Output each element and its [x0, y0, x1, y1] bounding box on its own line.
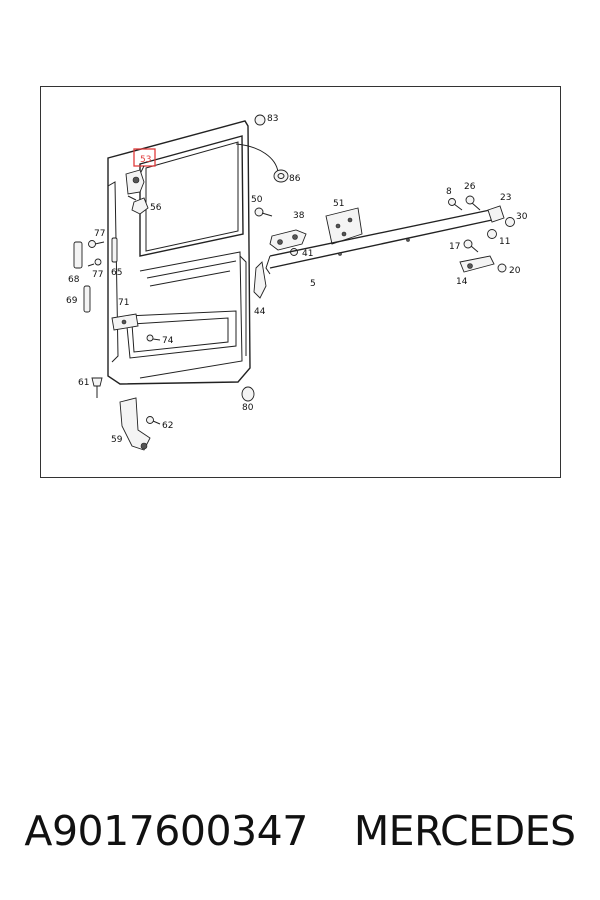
part-56-screw-icon: 56 [127, 195, 162, 215]
part-68-strip-icon: 68 [68, 241, 83, 285]
svg-text:8: 8 [446, 187, 452, 197]
part-5-guide-rail-icon: 5 [265, 209, 493, 289]
diagram-frame [40, 86, 561, 478]
part-38-hinge-icon: 38 [269, 211, 307, 251]
svg-text:23: 23 [500, 193, 511, 203]
svg-text:14: 14 [456, 277, 468, 287]
part-number: A9017600347 [24, 807, 308, 855]
part-26-screw-icon: 26 [464, 182, 481, 211]
part-51-plate-icon: 51 [325, 199, 363, 245]
svg-text:38: 38 [293, 211, 305, 221]
svg-text:77: 77 [92, 270, 103, 280]
svg-text:30: 30 [516, 212, 528, 222]
svg-text:50: 50 [251, 195, 263, 205]
brand-name: MERCEDES [353, 807, 576, 855]
part-44-end-cap-icon: 44 [253, 261, 267, 317]
svg-text:68: 68 [68, 275, 80, 285]
svg-text:69: 69 [66, 296, 78, 306]
svg-text:17: 17 [449, 242, 460, 252]
part-62-screw-icon: 62 [146, 416, 173, 431]
part-61-bolt-icon: 61 [78, 377, 103, 398]
caption: A9017600347 MERCEDES [0, 796, 600, 866]
part-17-screw-icon: 17 [449, 239, 479, 253]
part-11-nut-icon: 11 [487, 229, 510, 247]
part-30-nut-icon: 30 [505, 212, 528, 227]
part-65-strip-icon: 65 [111, 237, 122, 278]
part-59-lock-bracket-icon: 59 [111, 397, 151, 451]
svg-text:59: 59 [111, 435, 123, 445]
svg-text:83: 83 [267, 114, 278, 124]
part-77-screw-bottom-icon: 77 [87, 258, 103, 280]
svg-text:86: 86 [289, 174, 301, 184]
svg-text:20: 20 [509, 266, 521, 276]
svg-text:62: 62 [162, 421, 173, 431]
svg-text:71: 71 [118, 298, 129, 308]
svg-text:65: 65 [111, 268, 122, 278]
svg-text:11: 11 [499, 237, 510, 247]
door-panel [107, 120, 251, 385]
part-8-bolt-icon: 8 [446, 187, 463, 211]
part-41-nut-icon: 41 [290, 248, 313, 259]
svg-text:44: 44 [254, 307, 266, 317]
svg-text:5: 5 [310, 279, 316, 289]
svg-text:77: 77 [94, 229, 105, 239]
part-74-screw-icon: 74 [146, 334, 174, 346]
svg-text:61: 61 [78, 378, 89, 388]
svg-text:56: 56 [150, 203, 162, 213]
svg-text:74: 74 [162, 336, 174, 346]
svg-text:80: 80 [242, 403, 254, 413]
part-69-strip-icon: 69 [66, 285, 91, 313]
svg-text:26: 26 [464, 182, 476, 192]
svg-text:41: 41 [302, 249, 313, 259]
part-83-nut-icon: 83 [254, 114, 278, 126]
part-71-handle-icon: 71 [111, 298, 139, 331]
svg-text:51: 51 [333, 199, 344, 209]
part-50-bolt-icon: 50 [251, 195, 273, 217]
part-80-nut-icon: 80 [241, 386, 255, 413]
parts-diagram: 53 56 83 86 50 38 41 [66, 114, 528, 451]
callout-53[interactable]: 53 [133, 148, 156, 175]
part-77-screw-top-icon: 77 [88, 229, 105, 248]
part-86-grommet-icon: 86 [235, 143, 301, 184]
part-23-bracket-icon: 23 [487, 193, 511, 223]
part-53-bracket-icon [125, 169, 145, 195]
part-14-roller-icon: 14 [456, 255, 495, 287]
svg-text:53: 53 [140, 155, 151, 165]
part-20-nut-icon: 20 [497, 263, 521, 276]
